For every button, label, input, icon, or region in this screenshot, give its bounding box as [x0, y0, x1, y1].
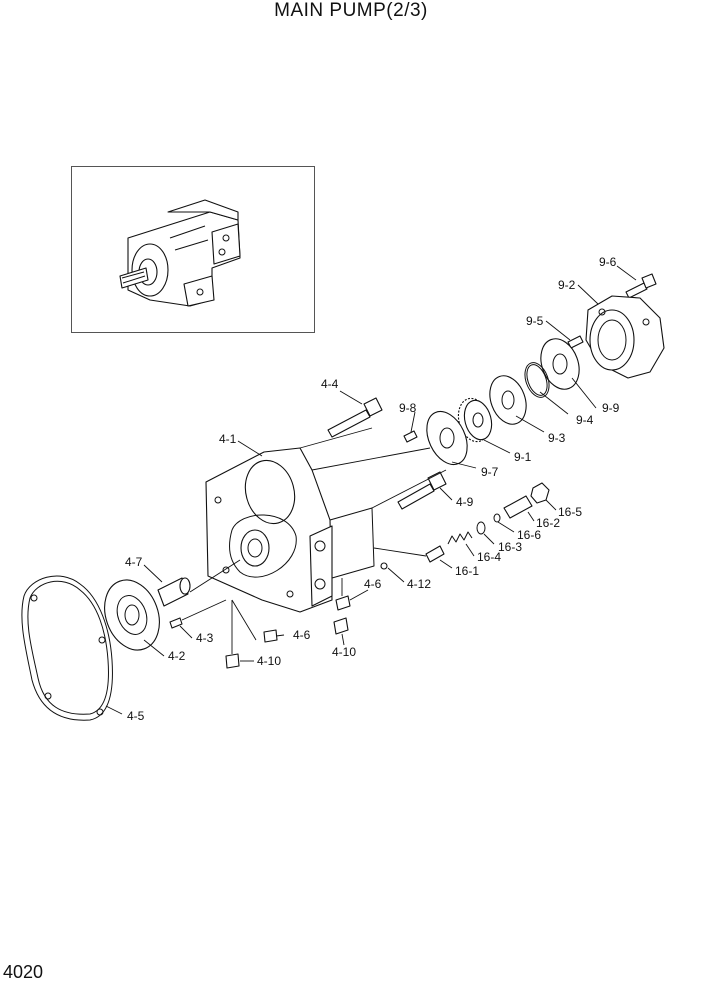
label-16-4: 16-4	[477, 550, 501, 564]
plate-9-7	[426, 410, 468, 466]
pin-9-8	[403, 430, 418, 443]
label-9-6: 9-6	[599, 255, 617, 269]
label-4-3: 4-3	[196, 631, 214, 645]
plug-4-6-right	[335, 595, 351, 611]
label-4-2: 4-2	[168, 649, 186, 663]
spring-16-4	[447, 531, 473, 545]
bolt-9-6	[625, 273, 657, 299]
label-16-2: 16-2	[536, 516, 560, 530]
label-16-6: 16-6	[517, 528, 541, 542]
label-4-12: 4-12	[407, 577, 431, 591]
part-labels: 9-6 9-2 9-5 9-9 9-4 9-3 9-8 9-1 9-7 4-4 …	[125, 255, 620, 723]
o-ring-9-4	[524, 362, 550, 398]
spool-16-1	[425, 545, 445, 563]
cover-9-2	[585, 295, 665, 379]
label-9-7: 9-7	[481, 465, 499, 479]
label-9-8: 9-8	[399, 401, 417, 415]
page-number: 4020	[3, 962, 44, 982]
o-ring-16-6	[493, 513, 501, 523]
label-4-6-right: 4-6	[364, 577, 382, 591]
label-9-9: 9-9	[602, 401, 620, 415]
label-9-4: 9-4	[576, 413, 594, 427]
gear-9-1	[457, 397, 493, 443]
label-16-5: 16-5	[558, 505, 582, 519]
label-16-3: 16-3	[498, 540, 522, 554]
bushing-4-7	[157, 577, 191, 607]
label-4-5: 4-5	[127, 709, 145, 723]
ball-4-12	[380, 562, 388, 570]
label-4-6-left: 4-6	[293, 628, 311, 642]
label-9-5: 9-5	[526, 314, 544, 328]
label-4-10-right: 4-10	[332, 645, 356, 659]
label-4-10-left: 4-10	[257, 654, 281, 668]
plug-4-10-right	[333, 617, 349, 635]
label-9-3: 9-3	[548, 431, 566, 445]
label-9-1: 9-1	[514, 450, 532, 464]
gasket-4-5	[21, 575, 113, 721]
label-9-2: 9-2	[558, 278, 576, 292]
plug-4-6-left	[263, 629, 278, 643]
plate-9-9	[540, 338, 580, 390]
o-ring-16-3	[476, 521, 486, 535]
label-4-9: 4-9	[456, 495, 474, 509]
bolt-4-4	[327, 397, 383, 438]
label-16-1: 16-1	[455, 564, 479, 578]
seal-plate-4-2	[104, 579, 160, 651]
label-4-7: 4-7	[125, 555, 143, 569]
housing-4-1	[205, 447, 375, 613]
overview-inset-frame	[71, 166, 315, 333]
plate-9-3	[489, 375, 527, 425]
page-title: MAIN PUMP(2/3)	[274, 0, 428, 21]
assembled-pump-illustration	[119, 199, 241, 307]
leader-lines	[105, 265, 637, 715]
pin-4-3	[169, 617, 183, 629]
plug-16-2	[503, 495, 533, 519]
plug-4-10-left	[225, 653, 240, 669]
label-4-4: 4-4	[321, 377, 339, 391]
label-4-1: 4-1	[219, 432, 237, 446]
